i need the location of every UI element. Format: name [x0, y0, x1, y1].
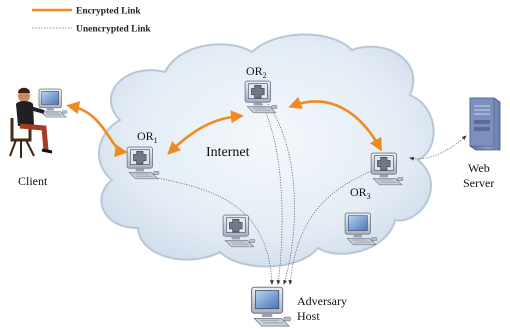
adversary-label-line1: Adversary [297, 294, 347, 308]
svg-text:OR2: OR2 [246, 64, 267, 80]
link-or3-adversary [288, 167, 379, 285]
internet-cloud [97, 33, 435, 268]
legend: Encrypted Link Unencrypted Link [32, 7, 151, 35]
web-server-icon [469, 97, 501, 151]
link-or2-or3 [288, 96, 382, 152]
link-or2-adversary-b [267, 103, 295, 285]
link-or2-adversary-a [261, 103, 283, 285]
or1-label: OR [137, 129, 154, 143]
web-server-label-line2: Server [463, 176, 494, 190]
link-or1-or2 [167, 110, 244, 155]
web-server-label-line1: Web [468, 161, 490, 175]
unencrypted-links [147, 103, 467, 285]
client-label: Client [18, 174, 48, 188]
or2-subscript: 2 [263, 71, 267, 80]
or3-node: OR3 [350, 152, 404, 201]
svg-text:OR3: OR3 [350, 185, 371, 201]
internet-label: Internet [206, 145, 250, 160]
link-or3-webserver [409, 135, 467, 161]
client-icon [9, 87, 68, 158]
encrypted-links [66, 96, 382, 158]
or1-node: OR1 [126, 129, 160, 180]
adversary-label-line2: Host [297, 309, 320, 323]
or3-subscript: 3 [367, 192, 371, 201]
legend-unencrypted-label: Unencrypted Link [76, 25, 151, 35]
adversary-host-icon [250, 286, 292, 327]
or2-label: OR [246, 64, 263, 78]
or2-node: OR2 [244, 64, 278, 114]
or3-label: OR [350, 185, 367, 199]
link-client-or1 [66, 101, 128, 158]
svg-text:OR1: OR1 [137, 129, 158, 145]
legend-encrypted-label: Encrypted Link [76, 7, 141, 17]
or1-subscript: 1 [154, 136, 158, 145]
link-or1-adversary [147, 175, 274, 285]
